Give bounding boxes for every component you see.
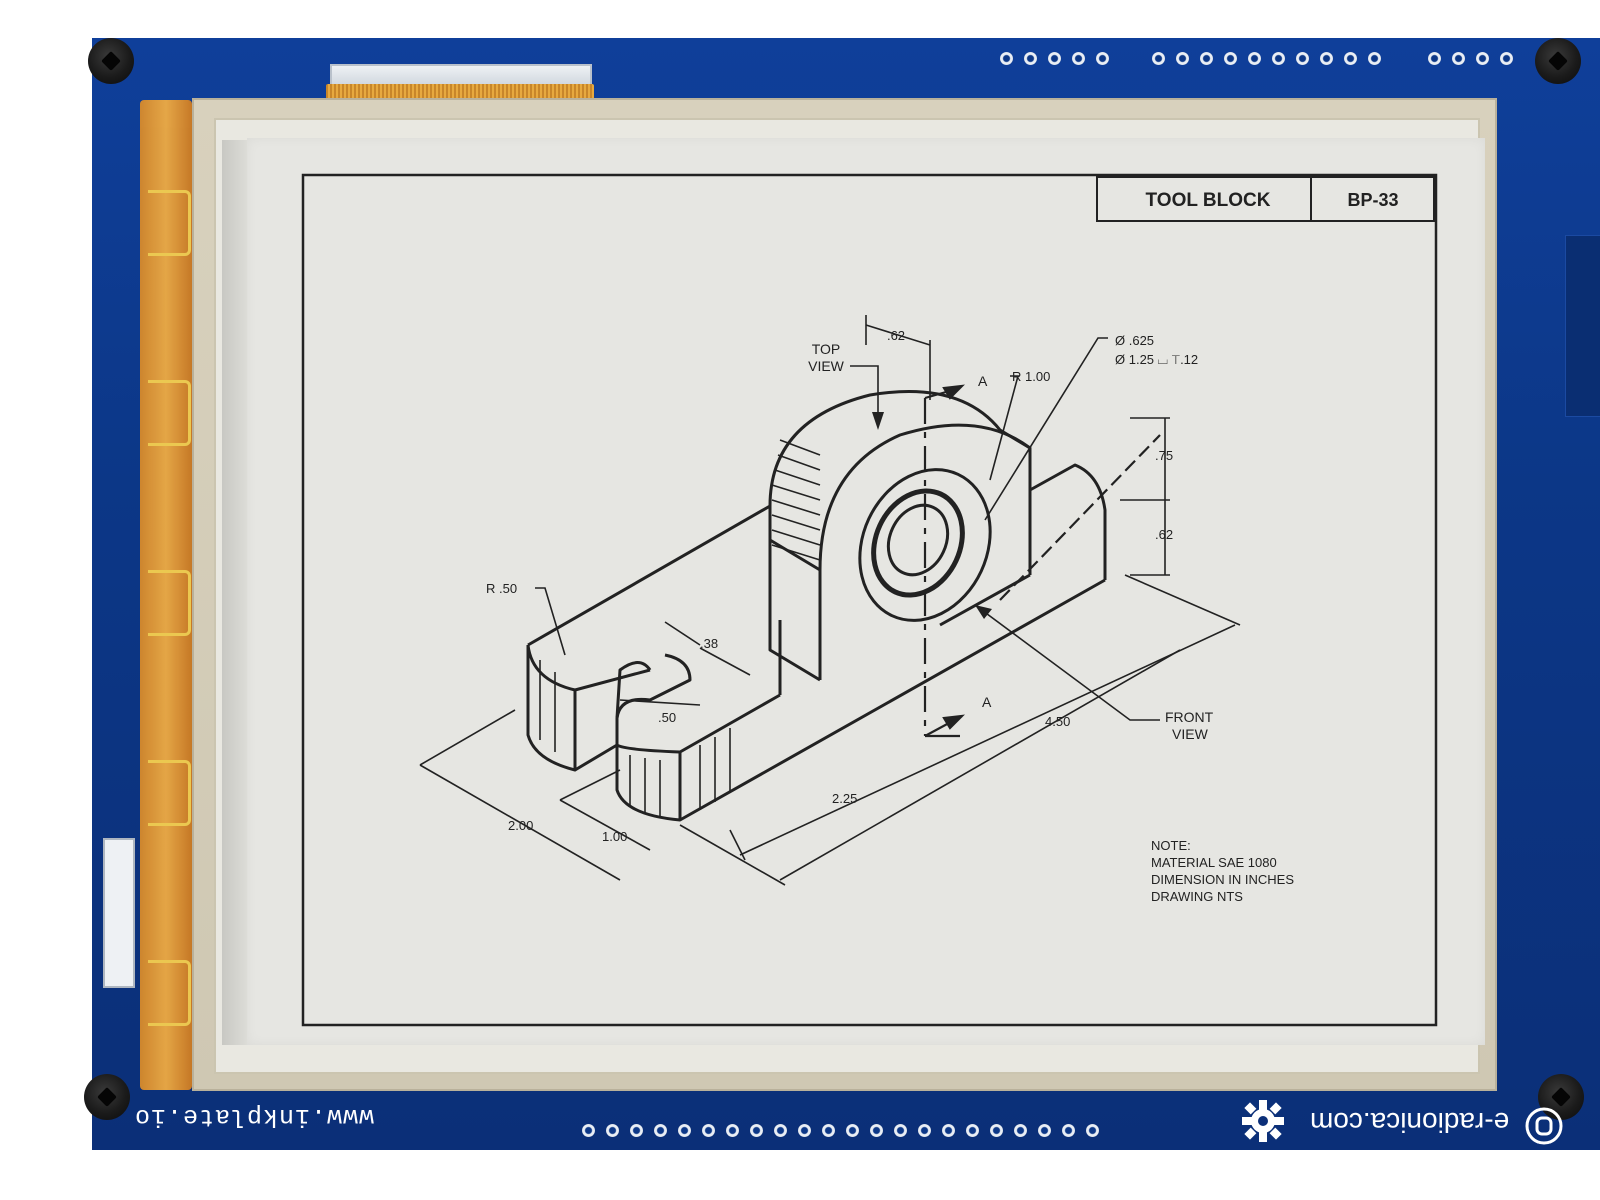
side-connector	[103, 838, 135, 988]
header-pins-top-a	[1000, 52, 1109, 65]
dim-200: 2.00	[508, 818, 533, 833]
front-view-label-2: VIEW	[1172, 726, 1209, 742]
front-view-label-1: FRONT	[1165, 709, 1214, 725]
arch-front	[818, 423, 1032, 680]
drawing-labels: TOP VIEW .62 R 1.00 Ø .625 Ø 1.25 ⌴ ⊤.12…	[486, 328, 1214, 844]
note-line-3: DRAWING NTS	[1151, 889, 1243, 904]
base-front-top-edge	[616, 693, 781, 754]
dim-225: 2.25	[832, 791, 857, 806]
base-front-face-bottom	[615, 578, 1106, 822]
dim-050: .50	[658, 710, 676, 725]
base-left-end	[526, 644, 651, 692]
section-marker-bottom: A	[982, 694, 992, 710]
note-line-1: MATERIAL SAE 1080	[1151, 855, 1277, 870]
drawing-note: NOTE: MATERIAL SAE 1080 DIMENSION IN INC…	[1151, 838, 1294, 904]
silkscreen-brand: e-radionica.com	[1310, 1107, 1510, 1138]
note-heading: NOTE:	[1151, 838, 1191, 853]
mounting-hole-top-right	[1535, 38, 1581, 84]
header-pins-top-b	[1152, 52, 1381, 65]
dim-062-right: .62	[1155, 527, 1173, 542]
top-flex-cable	[326, 84, 594, 102]
counterbore-label: Ø 1.25 ⌴ ⊤.12	[1115, 352, 1198, 367]
radius-large-label: R 1.00	[1012, 369, 1050, 384]
dim-450: 4.50	[1045, 714, 1070, 729]
mounting-hole-top-left	[88, 38, 134, 84]
slot-bottom-left	[574, 743, 618, 772]
dim-038: .38	[700, 636, 718, 651]
screen-edge	[222, 140, 247, 1045]
header-pins-top-c	[1428, 52, 1513, 65]
drawing-border	[301, 173, 1438, 1027]
hole-bore	[886, 503, 950, 577]
dim-075: .75	[1155, 448, 1173, 463]
top-view-label-2: VIEW	[808, 358, 845, 374]
base-top-back-edge	[527, 504, 771, 647]
silkscreen-url: www.inkplate.io	[134, 1102, 375, 1131]
title-block-number: BP-33	[1347, 190, 1398, 210]
counterbore-inner	[871, 488, 965, 598]
counterbore-outer	[858, 468, 992, 622]
brand-logo-icon	[1525, 1107, 1563, 1145]
left-flex-cable	[140, 100, 192, 1090]
base-right-end	[1029, 463, 1107, 580]
dim-062-top: .62	[887, 328, 905, 343]
isometric-part	[526, 390, 1107, 822]
mounting-hole-bottom-right	[1538, 1074, 1584, 1120]
note-line-2: DIMENSION IN INCHES	[1151, 872, 1294, 887]
title-block-name: TOOL BLOCK	[1146, 190, 1271, 211]
top-view-label-1: TOP	[812, 341, 841, 357]
arch-outer	[768, 390, 1031, 507]
slot-curve	[615, 653, 692, 719]
radius-small-label: R .50	[486, 581, 517, 596]
gear-icon	[1242, 1100, 1284, 1142]
pcb-chip	[1565, 235, 1600, 417]
section-marker-top: A	[978, 373, 988, 389]
hole-diameter-label: Ø .625	[1115, 333, 1154, 348]
dimension-lines	[419, 315, 1241, 886]
header-pins-bottom	[582, 1124, 1099, 1137]
dim-100: 1.00	[602, 829, 627, 844]
section-lines	[923, 384, 1161, 738]
title-block: TOOL BLOCK BP-33	[1096, 176, 1435, 222]
mounting-hole-bottom-left	[84, 1074, 130, 1120]
base-left-front-face	[526, 645, 577, 772]
